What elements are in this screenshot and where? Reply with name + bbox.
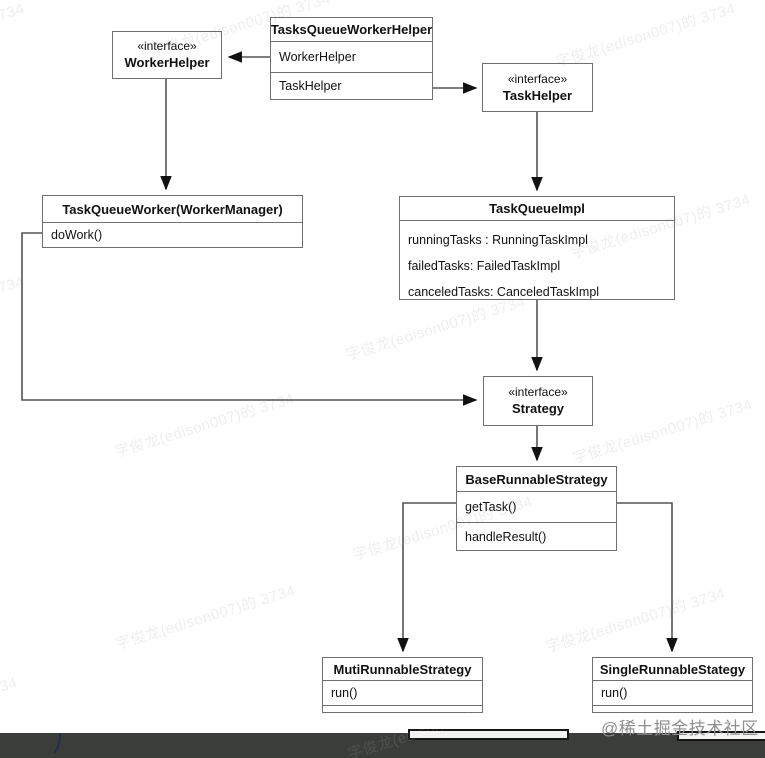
class-name: Strategy [511, 401, 565, 417]
juejin-community-credit: @稀土掘金技术社区 [601, 719, 759, 738]
class-box-workerhelper: «interface» WorkerHelper [112, 31, 222, 79]
class-title: BaseRunnableStrategy [457, 467, 616, 492]
class-box-mutirunnablestrategy: MutiRunnableStrategy run() [322, 657, 483, 713]
watermark-tile: 字俊龙(edison007)的 3734 [113, 582, 298, 654]
method-row: run() [593, 681, 752, 706]
class-box-taskqueueimpl: TaskQueueImpl runningTasks : RunningTask… [399, 196, 675, 300]
class-box-singlerunnablestategy: SingleRunnableStategy run() [592, 657, 753, 713]
class-title: TaskQueueImpl [400, 197, 674, 221]
partial-box-strip [677, 731, 765, 741]
partial-box-strip [408, 729, 569, 740]
empty-compartment [323, 706, 482, 712]
method-row: getTask() [457, 492, 616, 523]
attributes-compartment: runningTasks : RunningTaskImpl failedTas… [400, 221, 674, 305]
watermark-tile: 字俊龙(edison007)的 3734 [570, 396, 755, 468]
class-title: SingleRunnableStategy [593, 658, 752, 681]
watermark-tile: 字俊龙(edison007)的 3734 [553, 0, 738, 72]
stereotype-label: «interface» [507, 71, 568, 86]
arrow-baserunnablestrategy-to-singlerunnablestategy [617, 502, 678, 653]
class-title: TasksQueueWorkerHelper [271, 18, 432, 42]
empty-compartment [593, 706, 752, 712]
class-title: TaskQueueWorker(WorkerManager) [43, 196, 302, 223]
class-box-taskhelper: «interface» TaskHelper [482, 63, 593, 112]
stereotype-label: «interface» [508, 385, 568, 400]
watermark-tile: 字俊龙(edison007)的 3734 [0, 0, 27, 71]
class-name: WorkerHelper [124, 55, 210, 71]
watermark-tile: 字俊龙(edison007)的 3734 [112, 390, 297, 462]
class-name: TaskHelper [502, 87, 573, 103]
attribute-row: runningTasks : RunningTaskImpl [408, 233, 588, 247]
field-row: TaskHelper [279, 79, 342, 93]
arrow-baserunnablestrategy-to-mutirunnablestrategy [397, 502, 456, 653]
class-title: MutiRunnableStrategy [323, 658, 482, 681]
class-box-tasksqueueworkerhelper: TasksQueueWorkerHelper WorkerHelper Task… [270, 17, 433, 100]
stereotype-label: «interface» [137, 39, 197, 54]
method-row: doWork() [51, 228, 103, 242]
field-row: WorkerHelper [271, 42, 432, 73]
class-box-baserunnablestrategy: BaseRunnableStrategy getTask() handleRes… [456, 466, 617, 551]
class-box-taskqueueworker: TaskQueueWorker(WorkerManager) doWork() [42, 195, 303, 248]
attribute-row: canceledTasks: CanceledTaskImpl [408, 285, 600, 299]
watermark-tile: 字俊龙(edison007)的 3734 [0, 273, 27, 344]
bottom-dark-bar [0, 733, 765, 758]
class-box-strategy: «interface» Strategy [483, 376, 593, 426]
method-row: handleResult() [465, 529, 547, 544]
method-row: run() [323, 681, 482, 706]
attribute-row: failedTasks: FailedTaskImpl [408, 259, 561, 273]
watermark-tile: 字俊龙(edison007)的 3734 [543, 585, 728, 657]
